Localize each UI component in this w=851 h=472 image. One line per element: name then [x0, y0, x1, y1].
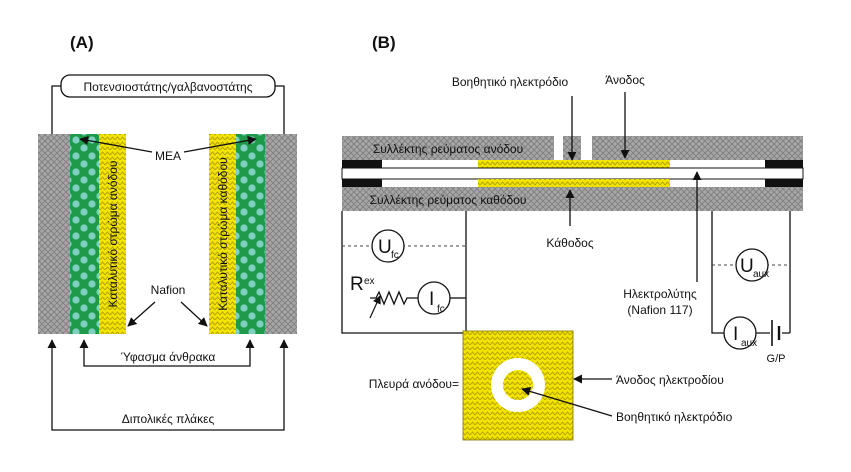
- panel-a-tag: (A): [70, 33, 94, 52]
- bipolar-plates-label: Διπολικές πλάκες: [122, 412, 215, 426]
- aux-electrode-label-2: Βοηθητικό ηλεκτρόδιο: [616, 410, 733, 424]
- mea-arrow-right: [183, 135, 257, 153]
- anode-electrode-label: Άνοδος ηλεκτροδίου: [616, 373, 724, 387]
- r-ex-main: R: [350, 274, 364, 295]
- i-fc-main: I: [429, 289, 434, 310]
- u-fc-main: U: [378, 237, 392, 258]
- u-fc-sub: fc: [391, 250, 399, 261]
- cathode-catalyst-label: Καταλυτικό στρώμα καθόδου: [216, 157, 230, 310]
- carbon-cloth-bracket: [79, 339, 255, 367]
- bipolar-plate-right: [265, 134, 297, 334]
- aux-circuit-wire-left: [711, 211, 790, 334]
- gasket-left-bottom: [342, 179, 382, 187]
- anode-catalyst-strip: [478, 160, 670, 168]
- panel-a: (A) Ποτενσιοστάτης/γαλβανοστάτης Καταλυτ…: [38, 33, 297, 431]
- mea-label: MEA: [155, 149, 181, 163]
- r-ex-sub: ex: [364, 276, 375, 287]
- i-aux-main: I: [733, 324, 738, 345]
- anode-top-label: Άνοδος: [605, 73, 645, 87]
- panel-b: (B) Βοηθητικό ηλεκτρόδιο Άνοδος Συλλέκτη…: [341, 33, 804, 441]
- aux-electrode-top-label: Βοηθητικό ηλεκτρόδιο: [452, 75, 569, 89]
- anode-collector-label: Συλλέκτης ρεύματος ανόδου: [373, 142, 523, 156]
- mea-arrow-left: [79, 135, 153, 153]
- gasket-left-top: [342, 160, 382, 168]
- anode-catalyst-layer: [99, 134, 126, 334]
- cathode-catalyst-strip: [478, 179, 670, 187]
- nafion-membrane: [126, 134, 209, 334]
- anode-catalyst-label: Καταλυτικό στρώμα ανόδου: [106, 161, 120, 308]
- electrolyte-membrane: [341, 167, 804, 180]
- nafion-label: Nafion: [151, 283, 186, 297]
- anode-collector-right: [592, 136, 803, 160]
- u-aux-meter: [735, 248, 769, 282]
- u-aux-main: U: [740, 256, 754, 277]
- cathode-collector-label: Συλλέκτης ρεύματος καθόδου: [370, 193, 527, 207]
- i-aux-meter: [723, 316, 757, 350]
- i-aux-sub: aux: [741, 338, 757, 349]
- aux-electrode-disk-arrow: [521, 386, 613, 417]
- fc-circuit-wire: [341, 211, 467, 334]
- nafion-arrow-left: [127, 301, 156, 327]
- bipolar-plate-left: [38, 134, 70, 334]
- potentiostat-label: Ποτενσιοστάτης/γαλβανοστάτης: [83, 80, 252, 94]
- gasket-right-bottom: [765, 179, 803, 187]
- cathode-label: Κάθοδος: [546, 236, 593, 250]
- carbon-cloth-left: [70, 134, 99, 334]
- resistor-zigzag: [370, 290, 420, 306]
- anode-collector-left: [342, 136, 554, 160]
- potentiostat-wire-left: [51, 85, 61, 134]
- u-fc-meter: [371, 229, 405, 263]
- panel-b-tag: (B): [372, 33, 396, 52]
- resistor-variable-arrow: [369, 295, 381, 319]
- gasket-right-top: [765, 160, 803, 168]
- electrolyte-sub-label: (Nafion 117): [627, 303, 692, 317]
- carbon-cloth-label: Ύφασμα άνθρακα: [121, 350, 216, 364]
- anode-side-label: Πλευρά ανόδου=: [369, 377, 459, 391]
- potentiostat-wire-right: [275, 85, 285, 134]
- nafion-arrow-right: [180, 301, 208, 327]
- bipolar-plates-bracket: [47, 339, 289, 431]
- aux-electrode-disk: [503, 370, 533, 400]
- gp-label: G/P: [767, 353, 786, 365]
- electrolyte-label: Ηλεκτρολύτης: [623, 287, 697, 301]
- carbon-cloth-right: [236, 134, 265, 334]
- cathode-catalyst-layer: [209, 134, 236, 334]
- u-aux-sub: aux: [753, 269, 769, 280]
- i-fc-sub: fc: [437, 304, 445, 315]
